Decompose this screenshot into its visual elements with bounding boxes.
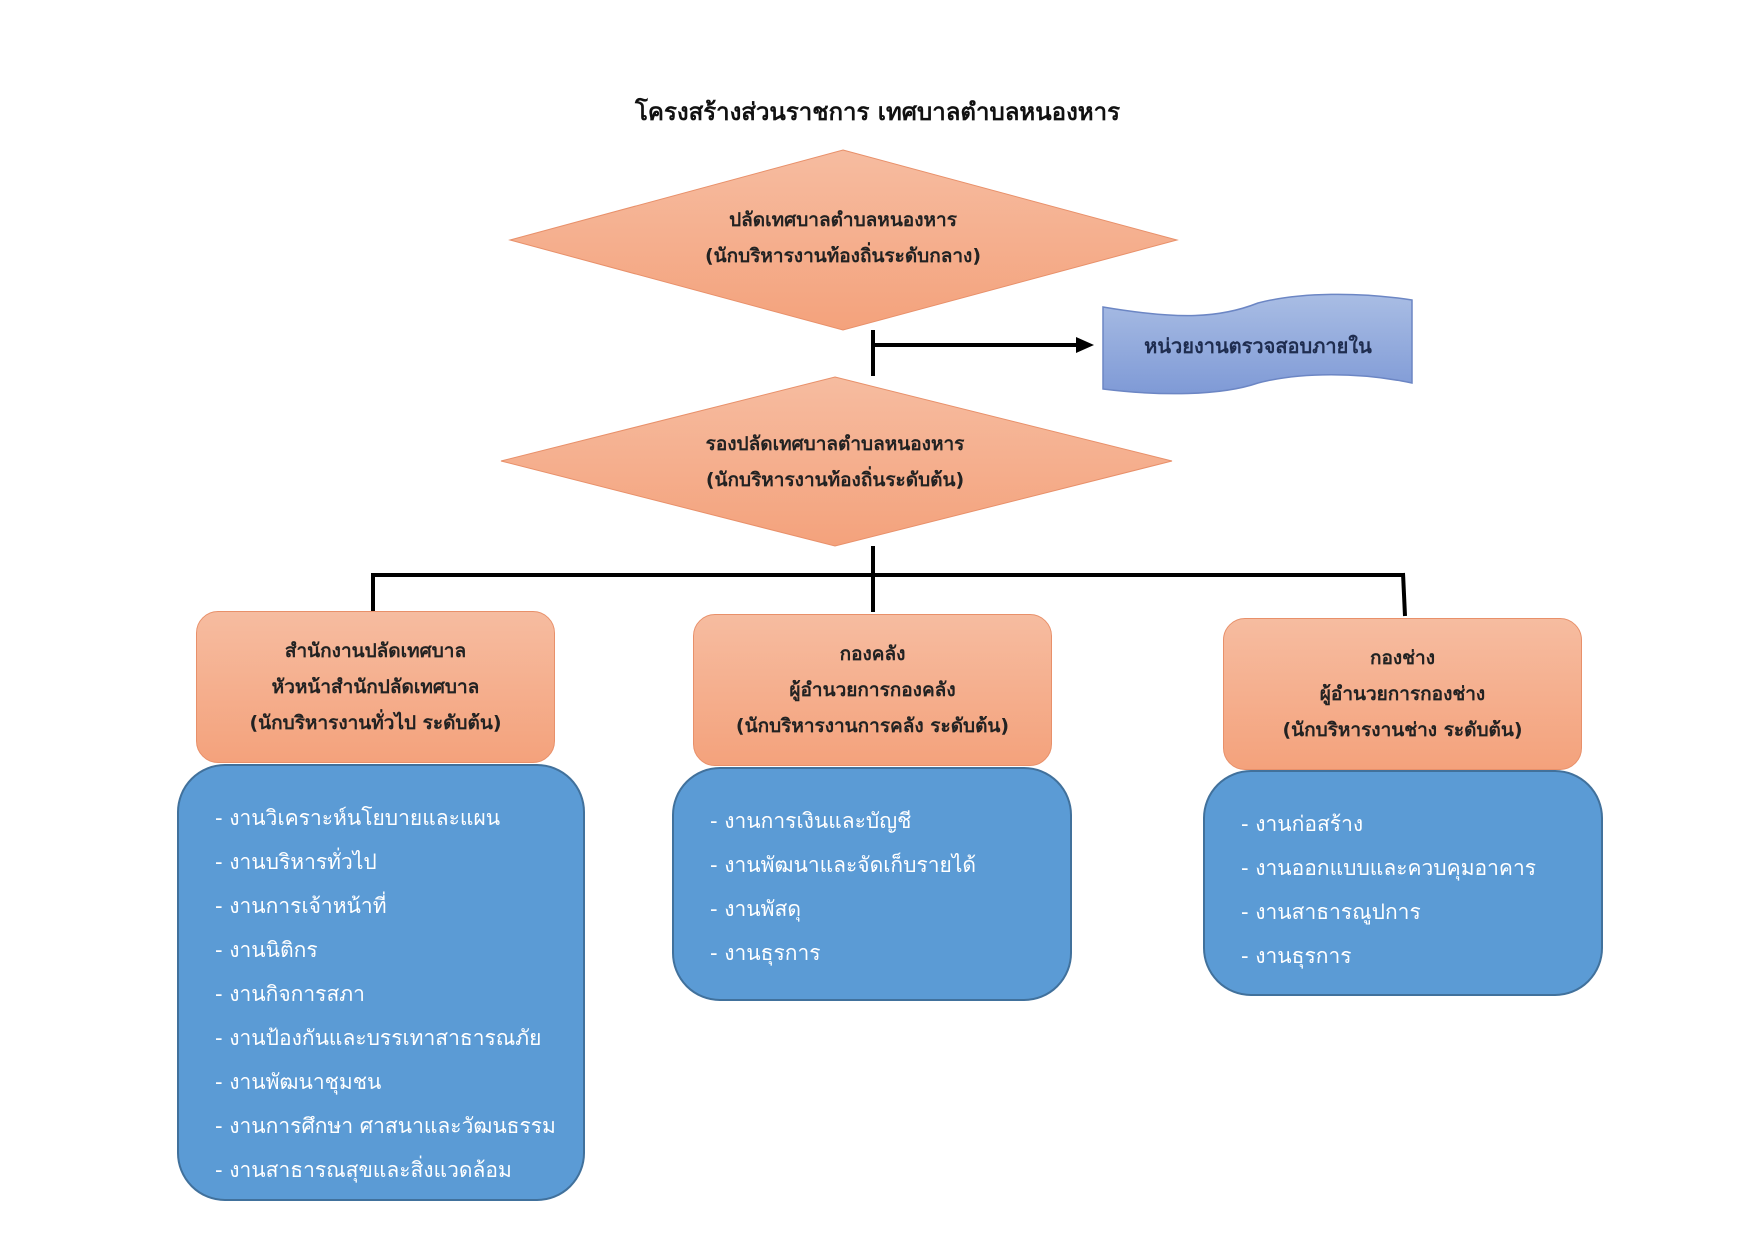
task-item: - งานสาธารณสุขและสิ่งแวดล้อม	[215, 1158, 512, 1182]
division-head: ผู้อำนวยการกองช่าง	[1319, 683, 1486, 705]
division-engineering-header: กองช่าง ผู้อำนวยการกองช่าง (นักบริหารงาน…	[1223, 618, 1582, 770]
division-office-tasks: - งานวิเคราะห์นโยบายและแผน - งานบริหารทั…	[177, 764, 585, 1201]
deputy-node-rank: (นักบริหารงานท้องถิ่นระดับต้น)	[705, 469, 965, 491]
top-node-title: ปลัดเทศบาลตำบลหนองหาร	[729, 209, 957, 231]
division-name: สำนักงานปลัดเทศบาล	[284, 640, 467, 662]
page-title: โครงสร้างส่วนราชการ เทศบาลตำบลหนองหาร	[635, 98, 1120, 126]
division-name: กองคลัง	[839, 643, 906, 665]
top-node-rank: (นักบริหารงานท้องถิ่นระดับกลาง)	[704, 245, 982, 267]
deputy-node: รองปลัดเทศบาลตำบลหนองหาร (นักบริหารงานท้…	[552, 426, 1118, 498]
task-item: - งานก่อสร้าง	[1241, 812, 1364, 836]
task-item: - งานพัฒนาชุมชน	[215, 1070, 382, 1094]
division-rank: (นักบริหารงานช่าง ระดับต้น)	[1282, 719, 1523, 741]
division-rank: (นักบริหารงานการคลัง ระดับต้น)	[735, 715, 1010, 737]
connector-branch-right	[1401, 572, 1407, 617]
top-node-shape	[508, 149, 1179, 331]
task-item: - งานออกแบบและควบคุมอาคาร	[1241, 856, 1537, 880]
task-item: - งานการศึกษา ศาสนาและวัฒนธรรม	[215, 1114, 556, 1138]
task-item: - งานบริหารทั่วไป	[215, 850, 377, 874]
division-engineering-tasks: - งานก่อสร้าง - งานออกแบบและควบคุมอาคาร …	[1203, 770, 1603, 996]
task-item: - งานธุรการ	[710, 941, 821, 965]
task-item: - งานพัสดุ	[710, 897, 801, 921]
division-head: หัวหน้าสำนักปลัดเทศบาล	[271, 676, 480, 698]
division-office-header: สำนักงานปลัดเทศบาล หัวหน้าสำนักปลัดเทศบา…	[196, 611, 555, 763]
deputy-node-shape	[500, 376, 1173, 547]
division-name: กองช่าง	[1369, 647, 1436, 669]
division-rank: (นักบริหารงานทั่วไป ระดับต้น)	[249, 712, 502, 734]
connector-audit-arrowhead	[1076, 337, 1094, 353]
task-item: - งานวิเคราะห์นโยบายและแผน	[215, 806, 501, 830]
task-item: - งานการเจ้าหน้าที่	[215, 894, 387, 918]
task-item: - งานป้องกันและบรรเทาสาธารณภัย	[215, 1026, 542, 1050]
task-item: - งานการเงินและบัญชี	[710, 809, 912, 833]
division-finance-tasks: - งานการเงินและบัญชี - งานพัฒนาและจัดเก็…	[672, 767, 1072, 1001]
audit-unit-label: หน่วยงานตรวจสอบภายใน	[1144, 334, 1372, 358]
task-item: - งานธุรการ	[1241, 944, 1352, 968]
task-item: - งานสาธารณูปการ	[1241, 900, 1421, 924]
deputy-node-title: รองปลัดเทศบาลตำบลหนองหาร	[705, 433, 965, 455]
task-item: - งานกิจการสภา	[215, 982, 365, 1006]
top-node: ปลัดเทศบาลตำบลหนองหาร (นักบริหารงานท้องถ…	[560, 202, 1126, 274]
division-finance-header: กองคลัง ผู้อำนวยการกองคลัง (นักบริหารงาน…	[693, 614, 1052, 766]
division-head: ผู้อำนวยการกองคลัง	[789, 679, 956, 701]
audit-unit-shape	[1102, 293, 1413, 395]
task-item: - งานนิติกร	[215, 938, 318, 962]
task-item: - งานพัฒนาและจัดเก็บรายได้	[710, 853, 977, 877]
